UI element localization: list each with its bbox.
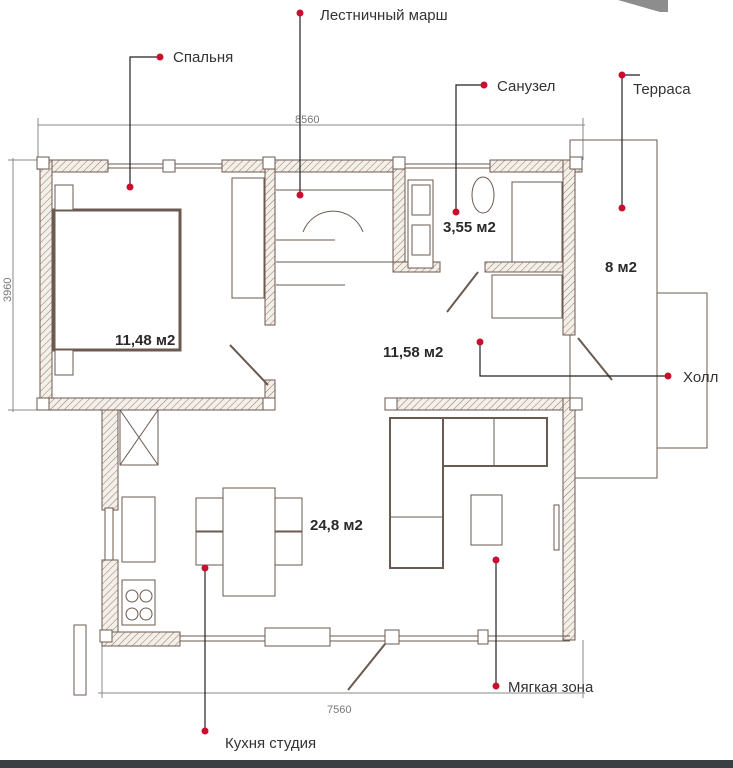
dimension-left: 3960 xyxy=(2,278,14,302)
label-terrace: Терраса xyxy=(633,81,691,98)
posts xyxy=(36,156,583,643)
dimension-top: 8560 xyxy=(295,114,319,126)
area-bathroom: 3,55 м2 xyxy=(443,219,496,236)
dimension-bottom: 7560 xyxy=(327,704,351,716)
bottom-bar xyxy=(0,760,733,768)
furniture xyxy=(52,176,563,696)
markers xyxy=(126,9,672,735)
area-bedroom: 11,48 м2 xyxy=(115,332,175,349)
windows xyxy=(108,159,613,691)
leader-lines xyxy=(129,13,668,731)
label-bathroom: Санузел xyxy=(497,78,555,95)
label-hall: Холл xyxy=(683,369,718,386)
dimension-lines xyxy=(8,118,585,698)
area-hall: 11,58 м2 xyxy=(383,344,443,361)
area-kitchen: 24,8 м2 xyxy=(310,517,363,534)
corner-fragment xyxy=(618,0,668,12)
label-bedroom: Спальня xyxy=(173,49,233,66)
label-lounge: Мягкая зона xyxy=(508,679,594,696)
terrace xyxy=(569,139,708,479)
label-stairs: Лестничный марш xyxy=(320,7,448,24)
area-terrace: 8 м2 xyxy=(605,259,637,276)
label-kitchen: Кухня студия xyxy=(225,735,316,752)
